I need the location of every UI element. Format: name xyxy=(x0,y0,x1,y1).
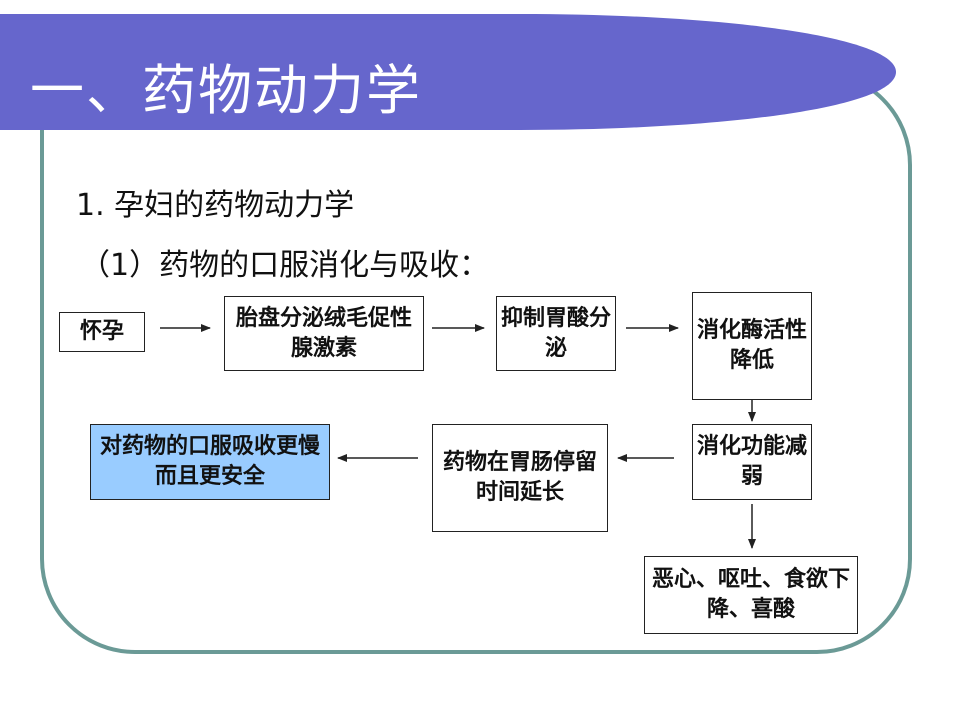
node-nausea-symptoms: 恶心、呕吐、食欲下降、喜酸 xyxy=(644,556,858,634)
subsection-heading: （1）药物的口服消化与吸收： xyxy=(80,248,490,283)
slide-title: 一、药物动力学 xyxy=(30,59,422,122)
node-drug-retention: 药物在胃肠停留时间延长 xyxy=(432,424,608,532)
header-band xyxy=(0,14,896,130)
section-heading: 1. 孕妇的药物动力学 xyxy=(76,188,355,223)
node-inhibit-gastric-acid: 抑制胃酸分泌 xyxy=(496,296,616,371)
node-placental-hormone: 胎盘分泌绒毛促性腺激素 xyxy=(224,296,424,371)
node-digestive-function-weak: 消化功能减弱 xyxy=(692,424,812,500)
node-pregnancy: 怀孕 xyxy=(59,312,145,352)
node-digestive-enzyme-down: 消化酶活性降低 xyxy=(692,292,812,400)
node-absorption-result: 对药物的口服吸收更慢而且更安全 xyxy=(90,424,330,500)
